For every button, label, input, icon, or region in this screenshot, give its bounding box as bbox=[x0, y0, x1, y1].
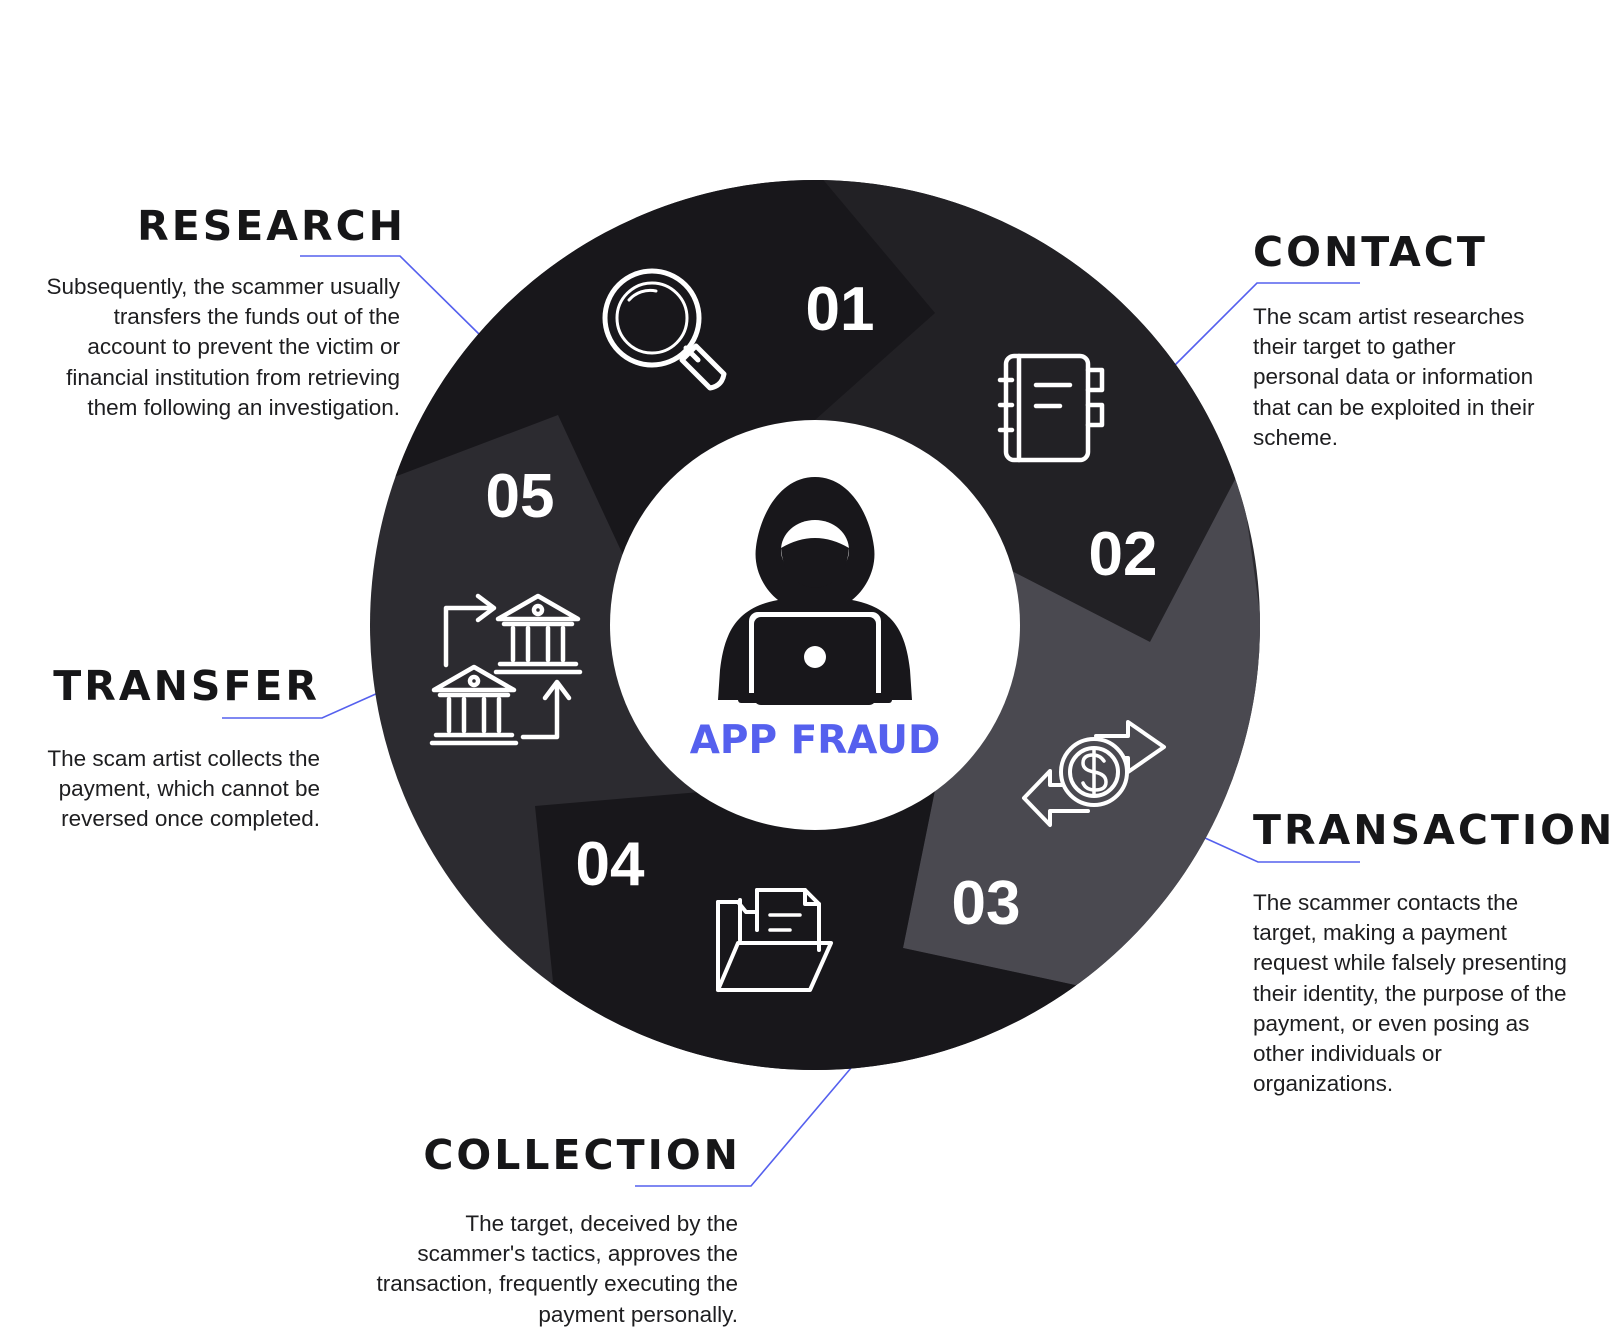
connector-collection bbox=[635, 1067, 852, 1187]
notebook-icon bbox=[997, 353, 1105, 463]
step-number-03: 03 bbox=[952, 869, 1021, 938]
connector-transaction bbox=[1204, 837, 1360, 863]
description-line: organizations. bbox=[1253, 1071, 1394, 1097]
document-folder-icon bbox=[716, 888, 833, 992]
step-title-research: RESEARCH bbox=[137, 202, 406, 250]
description-line: reversed once completed. bbox=[61, 806, 320, 832]
step-number-05: 05 bbox=[486, 462, 555, 531]
description-line: account to prevent the victim or bbox=[87, 334, 400, 360]
step-title-contact: CONTACT bbox=[1253, 228, 1488, 276]
step-number-01: 01 bbox=[806, 275, 875, 344]
step-description-research: Subsequently, the scammer usually transf… bbox=[46, 272, 400, 423]
magnifier-icon bbox=[602, 268, 727, 391]
description-line: them following an investigation. bbox=[87, 394, 400, 420]
description-line: target, making a payment bbox=[1253, 920, 1507, 946]
description-line: The target, deceived by the bbox=[465, 1211, 738, 1236]
bank-transfer-icon bbox=[429, 593, 583, 746]
description-line: scheme. bbox=[1253, 424, 1339, 450]
connector-research bbox=[300, 255, 483, 338]
description-line: financial institution from retrieving bbox=[66, 364, 400, 390]
description-line: their target to gather bbox=[1253, 334, 1456, 360]
description-line: their identity, the purpose of the bbox=[1253, 980, 1567, 1006]
description-line: The scammer contacts the bbox=[1253, 890, 1519, 915]
description-line: transfers the funds out of the bbox=[113, 304, 400, 330]
description-line: payment, or even posing as bbox=[1253, 1010, 1530, 1036]
step-description-contact: The scam artist researches their target … bbox=[1253, 302, 1534, 453]
description-line: The scam artist collects the bbox=[47, 746, 320, 771]
description-line: payment, which cannot be bbox=[58, 776, 320, 802]
step-description-collection: The target, deceived by the scammer's ta… bbox=[377, 1209, 738, 1330]
hacker-icon bbox=[718, 477, 912, 710]
step-title-collection: COLLECTION bbox=[423, 1131, 741, 1179]
description-line: scammer's tactics, approves the bbox=[417, 1241, 738, 1267]
connector-transfer bbox=[222, 692, 379, 719]
description-line: payment personally. bbox=[538, 1301, 738, 1327]
money-exchange-icon bbox=[1022, 720, 1166, 827]
description-line: personal data or information bbox=[1253, 364, 1534, 390]
step-title-transaction: TRANSACTION bbox=[1253, 806, 1616, 854]
connector-lines bbox=[222, 255, 1360, 1187]
step-description-transaction: The scammer contacts the target, making … bbox=[1253, 888, 1567, 1099]
description-line: that can be exploited in their bbox=[1253, 394, 1535, 420]
description-line: transaction, frequently executing the bbox=[376, 1271, 738, 1297]
description-line: other individuals or bbox=[1253, 1041, 1442, 1067]
step-number-02: 02 bbox=[1089, 520, 1158, 589]
center-title: APP FRAUD bbox=[690, 718, 941, 763]
connector-contact bbox=[1173, 282, 1360, 367]
description-line: Subsequently, the scammer usually bbox=[46, 274, 400, 299]
step-title-transfer: TRANSFER bbox=[53, 662, 320, 710]
description-line: The scam artist researches bbox=[1253, 304, 1525, 329]
description-line: request while falsely presenting bbox=[1253, 950, 1567, 976]
step-number-04: 04 bbox=[576, 830, 645, 899]
step-description-transfer: The scam artist collects the payment, wh… bbox=[47, 744, 320, 835]
